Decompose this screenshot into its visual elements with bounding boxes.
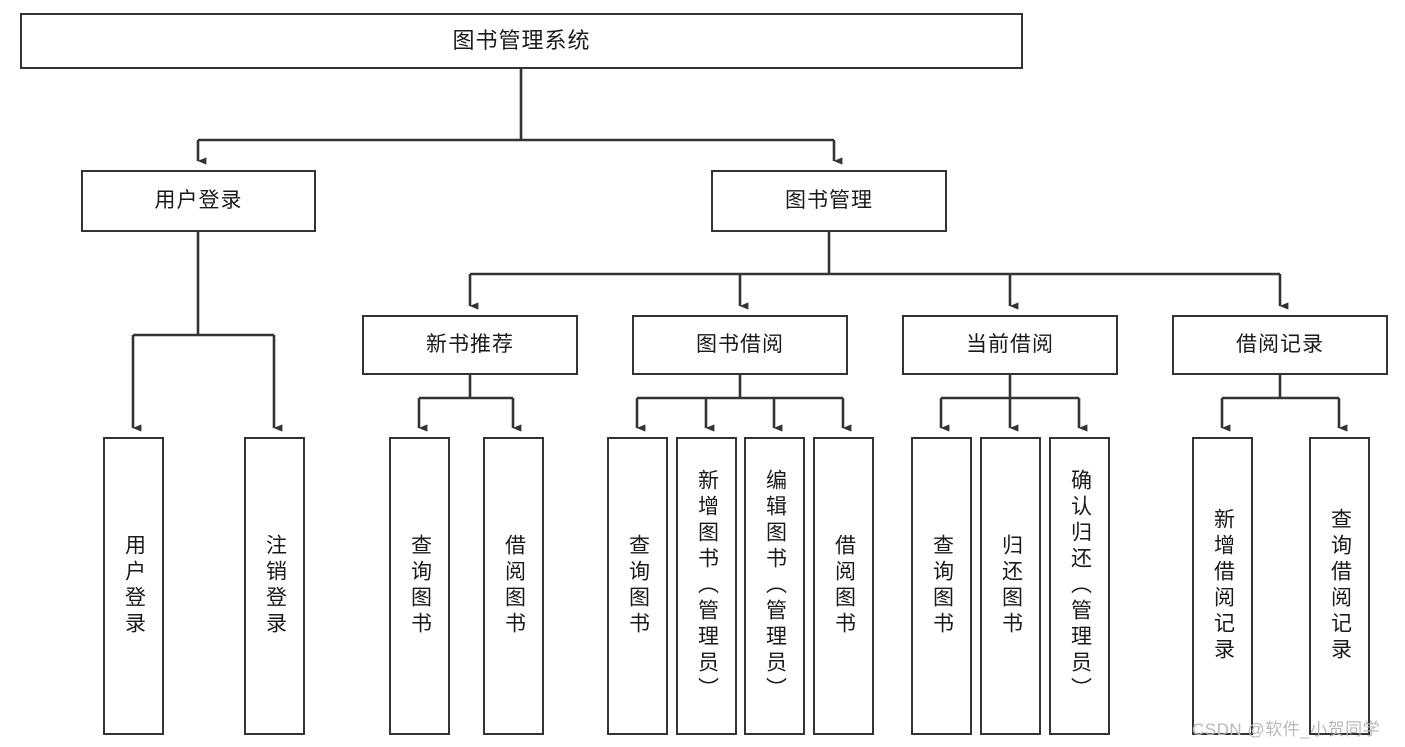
node-borrow-record[interactable]: 借阅记录 <box>1172 315 1388 375</box>
leaf-return-book[interactable]: 归还图书 <box>980 437 1041 735</box>
leaf-label: 确认归还（管理员） <box>1068 469 1092 703</box>
node-label: 当前借阅 <box>966 333 1054 357</box>
node-book-management[interactable]: 图书管理 <box>711 170 947 232</box>
node-label: 新书推荐 <box>426 333 514 357</box>
leaf-label: 归还图书 <box>999 534 1023 638</box>
leaf-query-book-borrow[interactable]: 查询图书 <box>607 437 668 735</box>
leaf-edit-book-admin[interactable]: 编辑图书（管理员） <box>744 437 805 735</box>
leaf-label: 编辑图书（管理员） <box>763 469 787 703</box>
leaf-logout-login[interactable]: 注销登录 <box>244 437 305 735</box>
leaf-label: 借阅图书 <box>832 534 856 638</box>
leaf-label: 注销登录 <box>263 534 287 638</box>
leaf-add-book-admin[interactable]: 新增图书（管理员） <box>676 437 737 735</box>
leaf-query-borrow-record[interactable]: 查询借阅记录 <box>1309 437 1370 735</box>
node-label: 借阅记录 <box>1236 333 1324 357</box>
leaf-borrow-book-new-book[interactable]: 借阅图书 <box>483 437 544 735</box>
leaf-label: 借阅图书 <box>502 534 526 638</box>
node-book-borrow[interactable]: 图书借阅 <box>632 315 848 375</box>
node-label: 用户登录 <box>154 189 243 213</box>
leaf-label: 查询图书 <box>626 534 650 638</box>
leaf-query-book-new-book[interactable]: 查询图书 <box>389 437 450 735</box>
node-current-borrow[interactable]: 当前借阅 <box>902 315 1118 375</box>
node-root-book-management-system[interactable]: 图书管理系统 <box>20 13 1023 69</box>
leaf-query-book-current[interactable]: 查询图书 <box>911 437 972 735</box>
leaf-confirm-return-admin[interactable]: 确认归还（管理员） <box>1049 437 1110 735</box>
leaf-borrow-book-borrow[interactable]: 借阅图书 <box>813 437 874 735</box>
leaf-label: 用户登录 <box>122 534 146 638</box>
node-new-book-recommend[interactable]: 新书推荐 <box>362 315 578 375</box>
node-user-login[interactable]: 用户登录 <box>81 170 316 232</box>
node-label: 图书借阅 <box>696 333 784 357</box>
leaf-label: 新增借阅记录 <box>1211 508 1235 664</box>
leaf-label: 查询图书 <box>930 534 954 638</box>
leaf-user-login[interactable]: 用户登录 <box>103 437 164 735</box>
leaf-add-borrow-record[interactable]: 新增借阅记录 <box>1192 437 1253 735</box>
node-label: 图书管理 <box>785 189 873 213</box>
node-label: 图书管理系统 <box>452 27 591 53</box>
leaf-label: 查询借阅记录 <box>1328 508 1352 664</box>
leaf-label: 查询图书 <box>408 534 432 638</box>
leaf-label: 新增图书（管理员） <box>695 469 719 703</box>
